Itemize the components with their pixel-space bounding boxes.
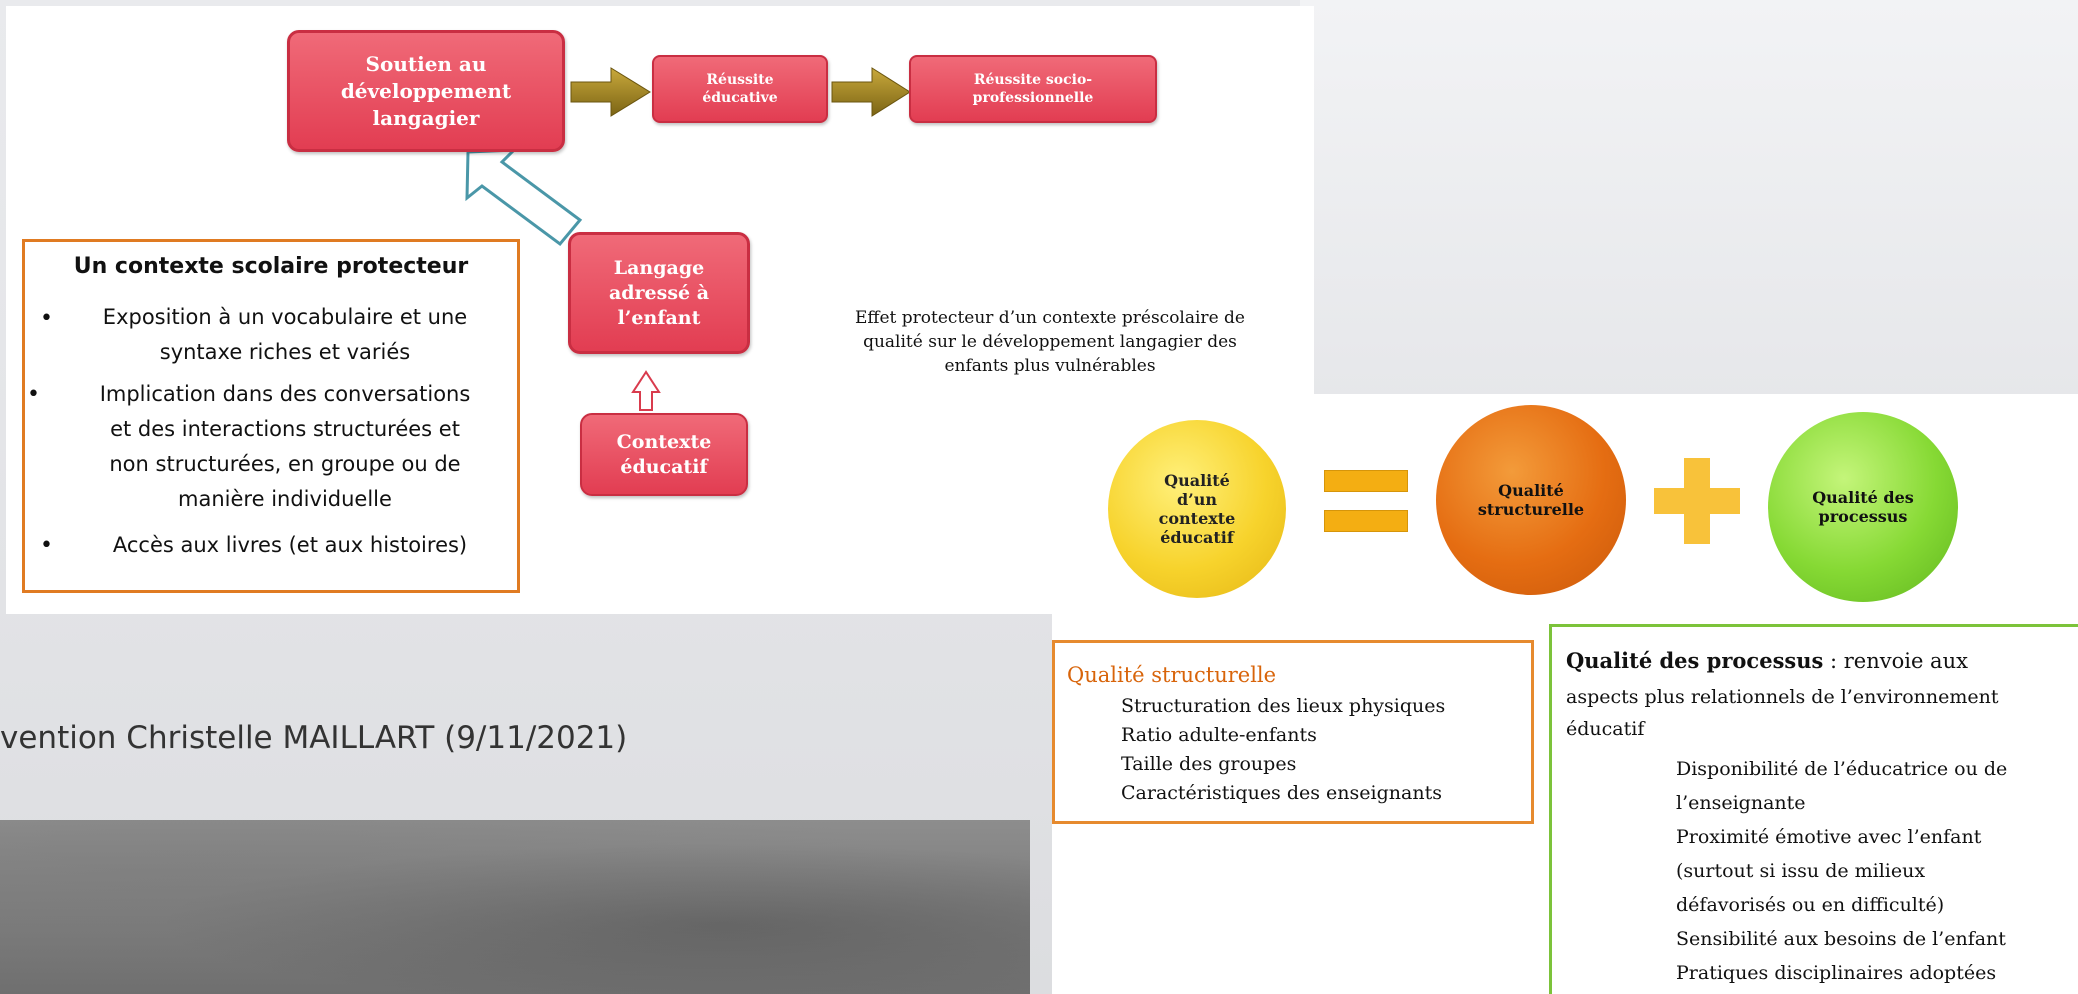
context-item-3-line-1: Accès aux livres (et aux histoires) (112, 533, 468, 557)
circle-structurelle-line-2: structurelle (1477, 500, 1585, 519)
circle-structurelle-line-1: Qualité (1498, 481, 1564, 500)
contexte-scolaire-box: Un contexte scolaire protecteur • Exposi… (22, 239, 520, 593)
struct-item-1: Structuration des lieux physiques (1121, 695, 1446, 717)
circle-processus-line-2: processus (1818, 507, 1908, 526)
soutien-developpement-box: Soutien au développement langagier (287, 30, 565, 152)
circle-context-line-3: contexte (1158, 509, 1236, 528)
equals-sign-bottom (1324, 510, 1408, 532)
processus-item-2: l’enseignante (1676, 792, 1806, 814)
processus-item-1: Disponibilité de l’éducatrice ou de (1676, 758, 2008, 780)
processus-item-7: Pratiques disciplinaires adoptées (1676, 962, 1997, 984)
context-item-1-line-1: Exposition à un vocabulaire et une (102, 305, 468, 329)
processus-intro-rest: : renvoie aux (1823, 649, 1968, 673)
langage-adresse-box: Langage adressé à l’enfant (568, 232, 750, 354)
struct-item-4: Caractéristiques des enseignants (1121, 782, 1442, 804)
caption-line-3: enfants plus vulnérables (944, 356, 1156, 376)
processus-item-5: défavorisés ou en difficulté) (1676, 894, 1945, 916)
bullet-icon: • (27, 382, 40, 407)
struct-item-3: Taille des groupes (1121, 753, 1297, 775)
context-item-2-line-1: Implication dans des conversations (99, 382, 471, 406)
circle-qualite-processus: Qualité des processus (1768, 412, 1958, 602)
processus-title: Qualité des processus (1566, 648, 1824, 673)
reussite-educative-box: Réussite éducative (652, 55, 828, 123)
circle-qualite-contexte: Qualité d’un contexte éducatif (1108, 420, 1286, 598)
langage-line-2: adressé à (608, 281, 710, 304)
equals-sign-top (1324, 470, 1408, 492)
contexte-scolaire-title: Un contexte scolaire protecteur (73, 254, 469, 279)
bullet-icon: • (40, 533, 53, 558)
processus-item-4: (surtout si issu de milieux (1676, 860, 1926, 882)
arrow-right-2 (831, 67, 911, 117)
context-item-2: Implication dans des conversations et de… (55, 377, 515, 517)
caption-line-2: qualité sur le développement langagier d… (863, 332, 1237, 352)
contexte-line-1: Contexte (616, 430, 712, 453)
background-panel (1300, 0, 2078, 400)
soutien-line-3: langagier (372, 105, 480, 130)
plus-sign-vertical (1684, 458, 1710, 544)
contexte-educatif-box: Contexte éducatif (580, 413, 748, 496)
langage-line-3: l’enfant (617, 306, 701, 329)
contexte-line-2: éducatif (620, 455, 708, 478)
reussite-educative-line-2: éducative (702, 90, 778, 106)
circle-context-line-1: Qualité (1164, 471, 1230, 490)
soutien-line-2: développement (340, 78, 512, 103)
context-item-2-line-4: manière individuelle (178, 487, 392, 511)
bullet-icon: • (40, 306, 53, 331)
reussite-socio-line-1: Réussite socio- (973, 72, 1093, 88)
soutien-line-1: Soutien au (365, 51, 487, 76)
circle-context-line-2: d’un (1176, 490, 1217, 509)
processus-intro-line-3: éducatif (1566, 718, 1645, 740)
context-item-1-line-2: syntaxe riches et variés (159, 340, 411, 364)
reussite-socio-box: Réussite socio- professionnelle (909, 55, 1157, 123)
slide-footer-text: vention Christelle MAILLART (9/11/2021) (0, 720, 628, 756)
reussite-educative-line-1: Réussite (706, 72, 774, 88)
caption-line-1: Effet protecteur d’un contexte préscolai… (855, 308, 1245, 328)
qualite-structurelle-title: Qualité structurelle (1067, 663, 1277, 687)
context-item-1: Exposition à un vocabulaire et une synta… (55, 300, 515, 370)
circle-context-line-4: éducatif (1160, 528, 1234, 547)
qualite-structurelle-box: Qualité structurelle Structuration des l… (1052, 640, 1534, 824)
context-item-2-line-3: non structurées, en groupe ou de (109, 452, 461, 476)
qualite-processus-box: Qualité des processus : renvoie aux aspe… (1549, 624, 2078, 994)
context-item-3: Accès aux livres (et aux histoires) (65, 528, 515, 563)
langage-line-1: Langage (613, 256, 705, 279)
processus-intro-line-1: Qualité des processus : renvoie aux (1566, 645, 1968, 677)
struct-item-2: Ratio adulte-enfants (1121, 724, 1317, 746)
effet-protecteur-caption: Effet protecteur d’un contexte préscolai… (800, 306, 1300, 378)
arrow-right-1 (570, 67, 651, 117)
circle-processus-line-1: Qualité des (1812, 488, 1914, 507)
processus-item-6: Sensibilité aux besoins de l’enfant (1676, 928, 2006, 950)
reussite-socio-line-2: professionnelle (972, 90, 1094, 106)
processus-item-3: Proximité émotive avec l’enfant (1676, 826, 1982, 848)
arrow-up-outline (631, 370, 661, 411)
context-item-2-line-2: et des interactions structurées et (110, 417, 460, 441)
arrow-diagonal-outline (465, 148, 583, 247)
circle-qualite-structurelle: Qualité structurelle (1436, 405, 1626, 595)
processus-intro-line-2: aspects plus relationnels de l’environne… (1566, 686, 1999, 708)
stone-texture-background (0, 820, 1030, 994)
